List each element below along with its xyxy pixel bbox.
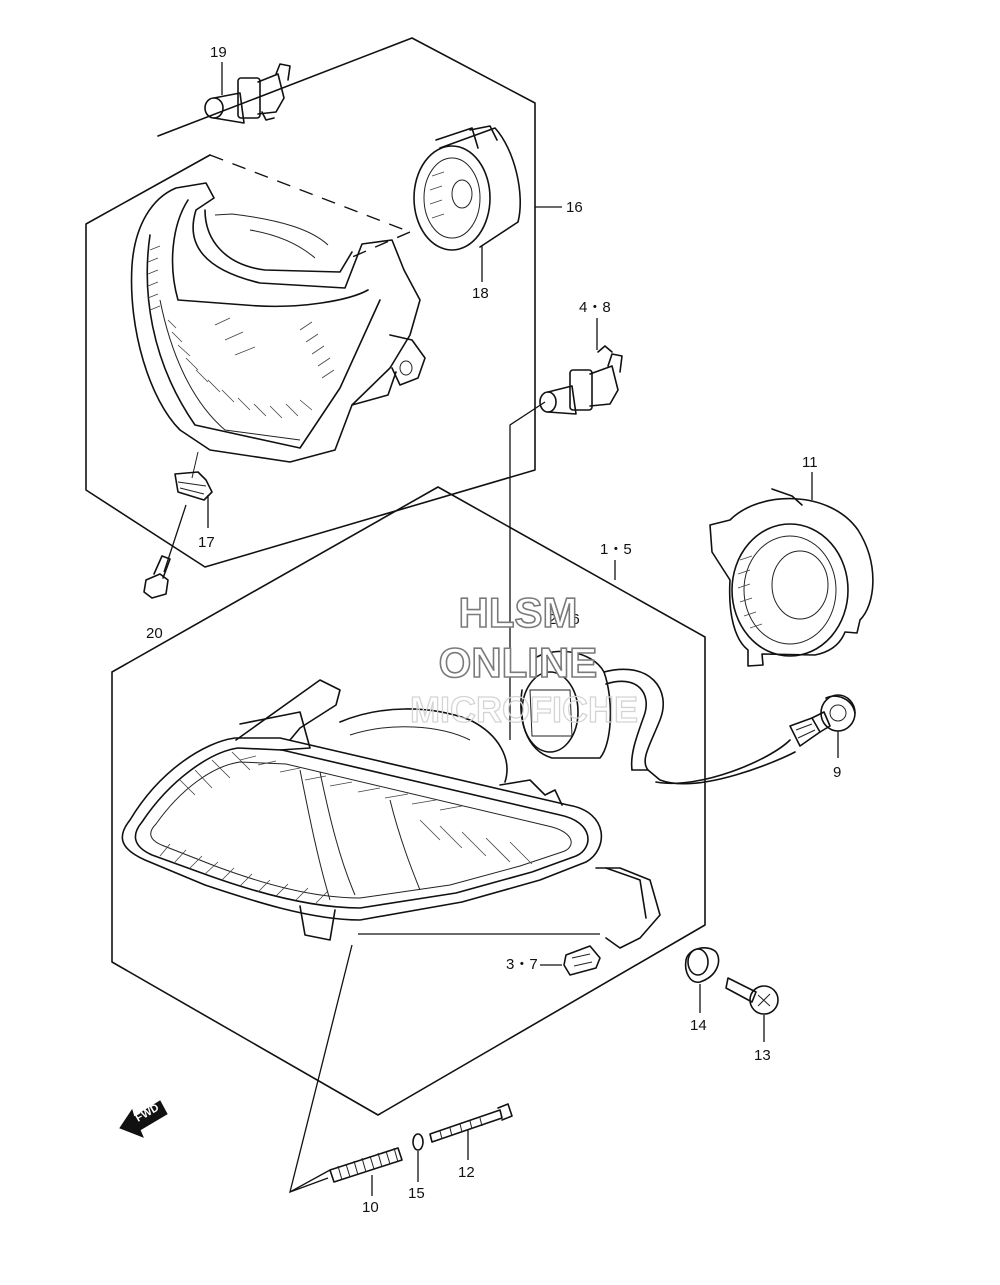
fwd-direction-arrow: FWD [119,1100,168,1138]
spring-10 [329,1147,403,1183]
upper-headlamp-housing [130,182,426,479]
callout-19: 19 [210,44,227,61]
socket-cover-16 [413,125,521,251]
dust-cover-11 [709,488,874,667]
callout-4-8: 4・8 [579,299,611,316]
callout-3-7: 3・7 [506,956,538,973]
washer-15 [412,1133,424,1151]
callout-1-5: 1・5 [600,541,632,558]
callout-15: 15 [408,1185,425,1202]
callout-13: 13 [754,1047,771,1064]
screw-20 [143,504,187,599]
watermark-line2: ONLINE [439,639,598,686]
adjusting-screw-12 [429,1103,513,1143]
lower-headlamp [121,679,661,949]
callout-17: 17 [198,534,215,551]
clip-17 [174,471,213,501]
callout-10: 10 [362,1199,379,1216]
callout-11: 11 [802,454,818,471]
callout-12: 12 [458,1164,475,1181]
grommet-9 [820,694,856,732]
bracket-3-7 [563,945,601,976]
upper-assembly-boundary [85,37,536,568]
washer-14 [684,947,720,983]
callout-16: 16 [566,199,583,216]
bolt-13 [725,977,779,1015]
bulb-4-8 [539,345,623,415]
callout-9: 9 [833,764,841,781]
watermark: HLSM ONLINE MICROFICHE [409,588,638,730]
callout-18: 18 [472,285,489,302]
leader-lines [207,62,839,1196]
callout-20: 20 [146,625,163,642]
lower-assembly-boundary [111,486,706,1116]
callout-14: 14 [690,1017,707,1034]
socket-harness-2-6 [520,650,831,785]
watermark-line1: HLSM [459,589,578,636]
callout-2-6: 2・6 [548,611,580,628]
watermark-line3: MICROFICHE [410,689,638,730]
callout-labels: 19 16 18 4・8 11 17 1・5 20 2・6 9 3・7 14 1… [146,44,841,1216]
bulb-19 [204,63,291,124]
